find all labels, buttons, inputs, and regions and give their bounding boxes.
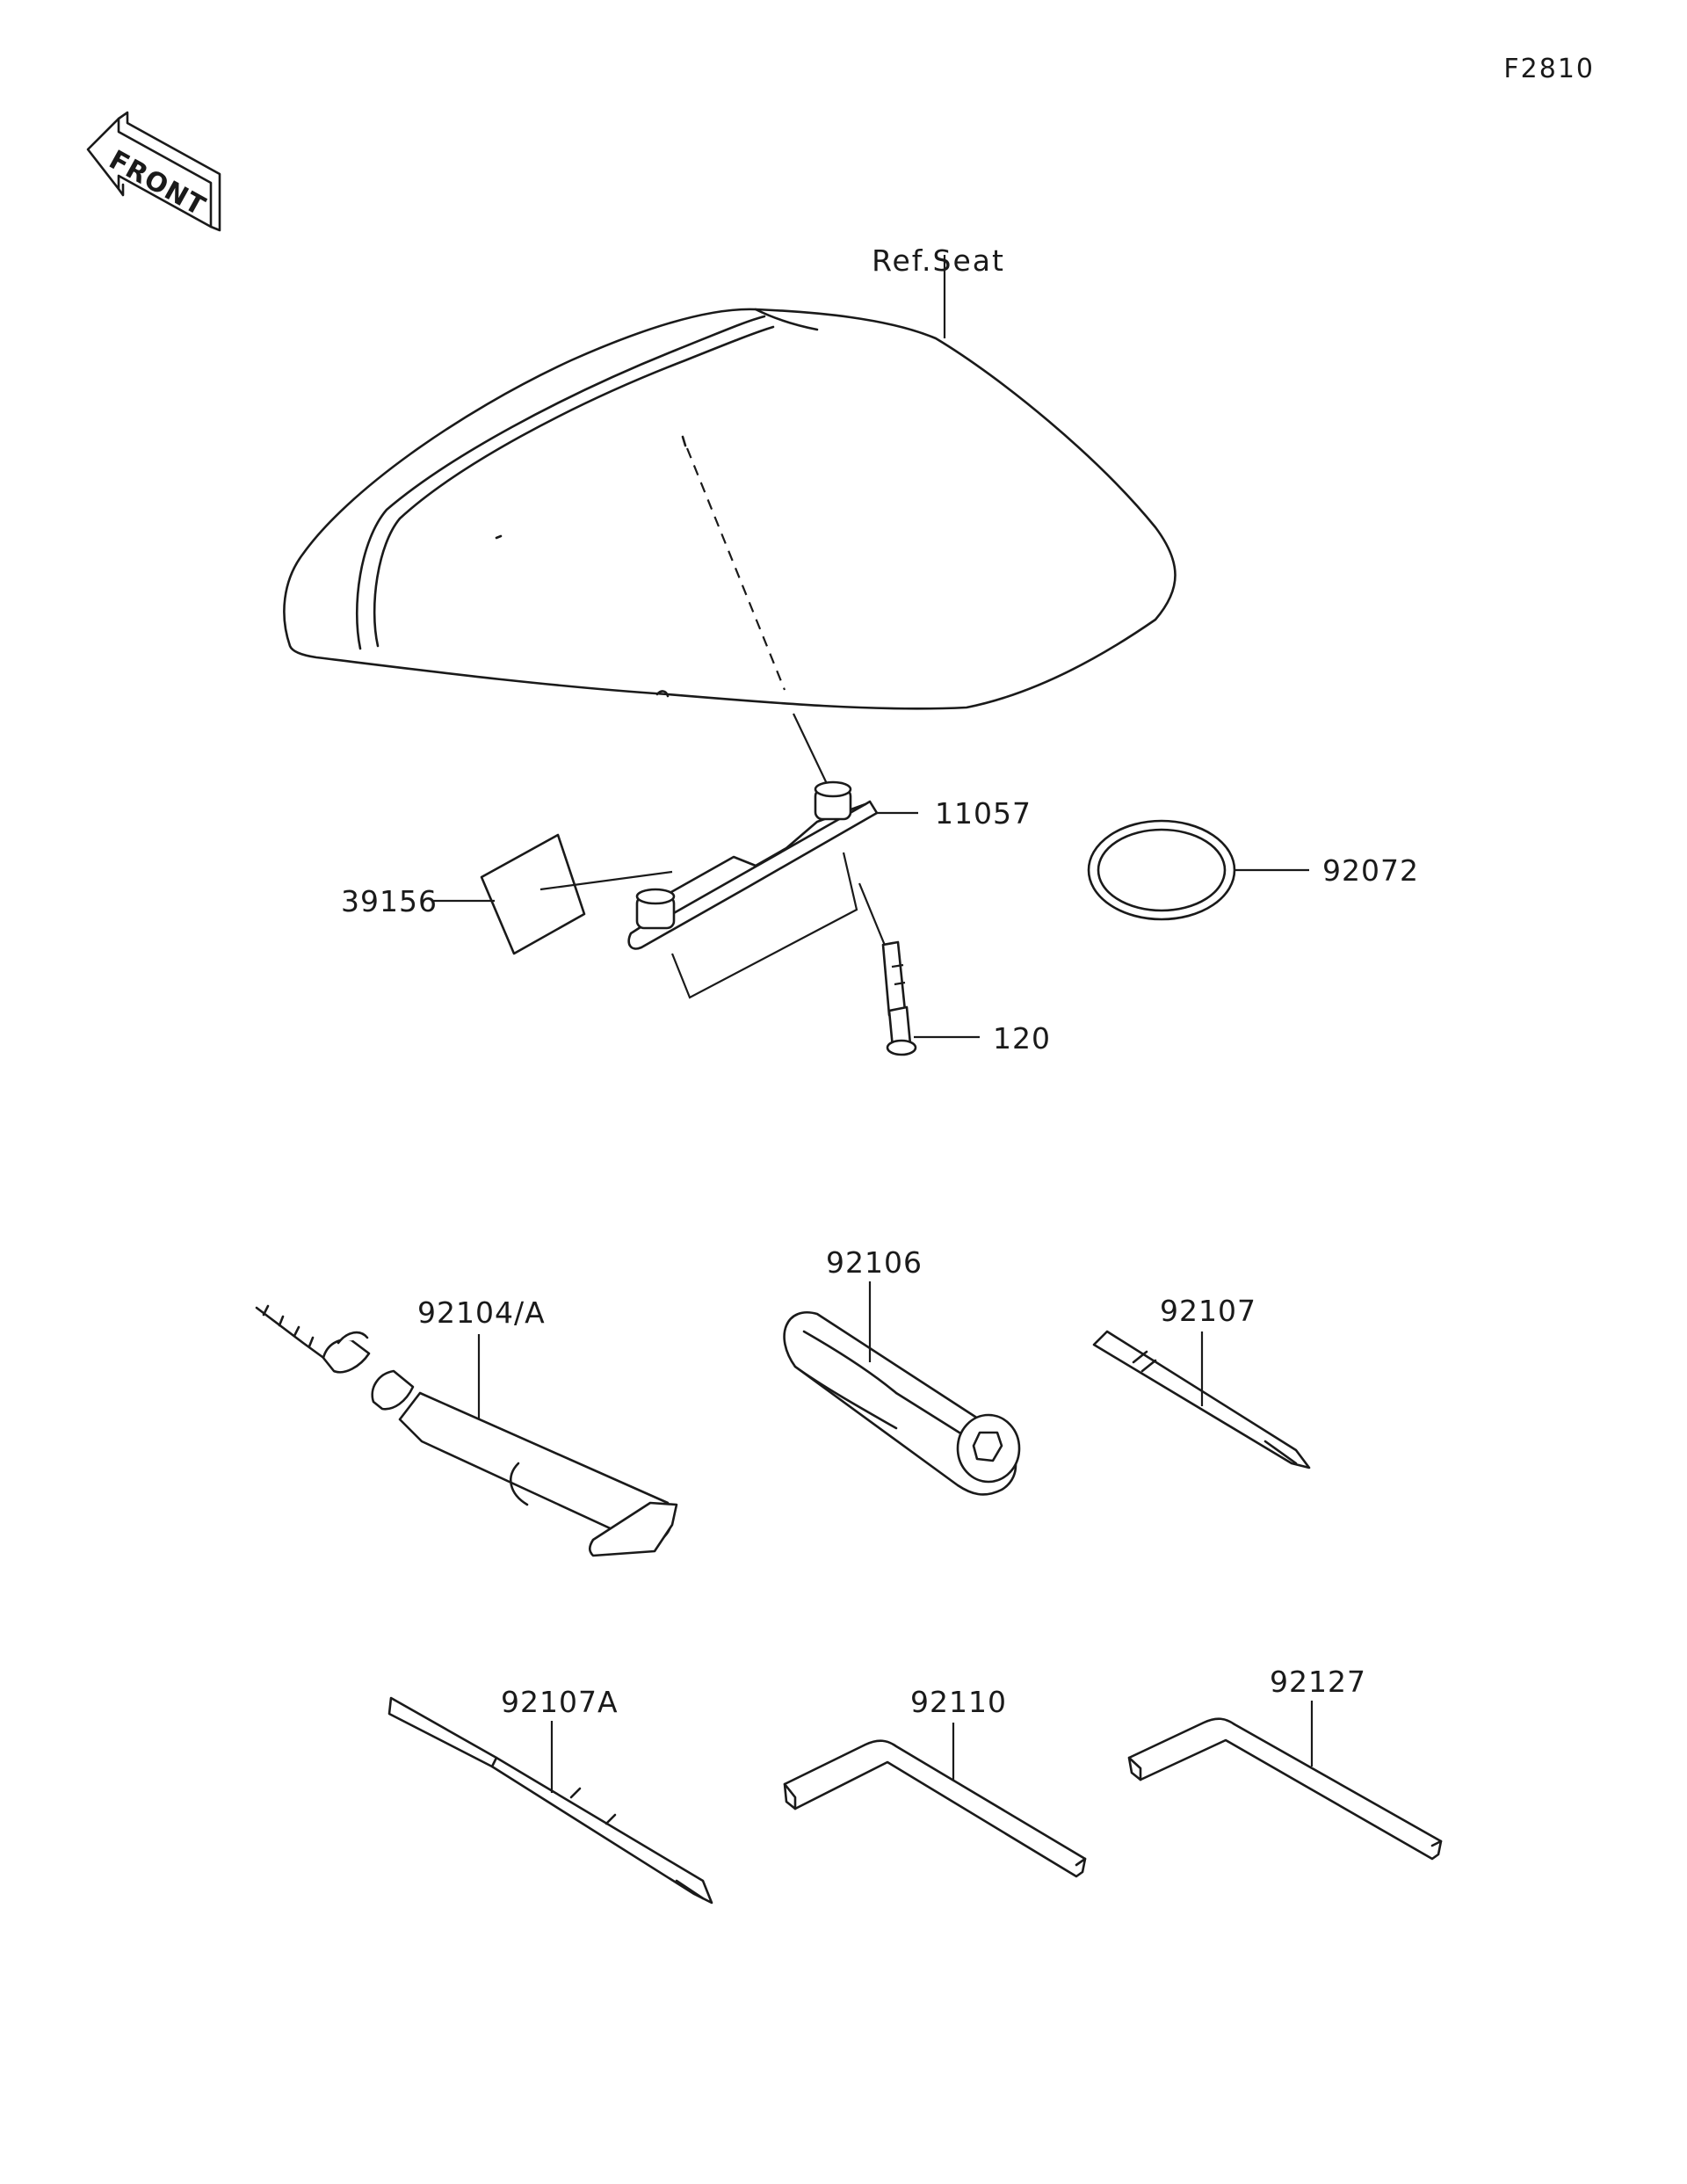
part-label-92110: 92110 [910, 1685, 1007, 1719]
part-92127-hex-key: 92127 [1127, 1665, 1443, 1861]
part-92072-ring: 92072 [1087, 819, 1419, 921]
part-label-92127: 92127 [1270, 1665, 1366, 1699]
part-label-92072: 92072 [1322, 853, 1419, 888]
front-arrow-icon: FRONT [86, 111, 221, 232]
figure-code: F2810 [1503, 54, 1595, 84]
part-label-92107A: 92107A [501, 1685, 619, 1719]
ref-seat-label: Ref.Seat [872, 243, 1005, 278]
part-120-bolt: 120 [670, 852, 1051, 1056]
part-11057-bracket: 11057 [627, 713, 1032, 950]
part-label-92106: 92106 [826, 1245, 923, 1280]
part-label-11057: 11057 [935, 796, 1032, 831]
front-label: FRONT [104, 144, 211, 222]
part-label-39156: 39156 [341, 884, 438, 918]
part-92110-hex-key: 92110 [783, 1685, 1087, 1878]
part-39156-sticker: 39156 [341, 833, 673, 955]
part-92104a-tube: 92104/A [255, 1295, 678, 1557]
part-label-92107: 92107 [1160, 1294, 1256, 1328]
part-92106-handle: 92106 [783, 1245, 1021, 1496]
part-92107a-bit: 92107A [387, 1685, 713, 1905]
part-label-92104A: 92104/A [417, 1295, 546, 1330]
part-92107-bit: 92107 [1092, 1294, 1311, 1469]
part-label-120: 120 [993, 1021, 1051, 1056]
seat-reference-drawing: Ref.Seat [283, 243, 1177, 710]
